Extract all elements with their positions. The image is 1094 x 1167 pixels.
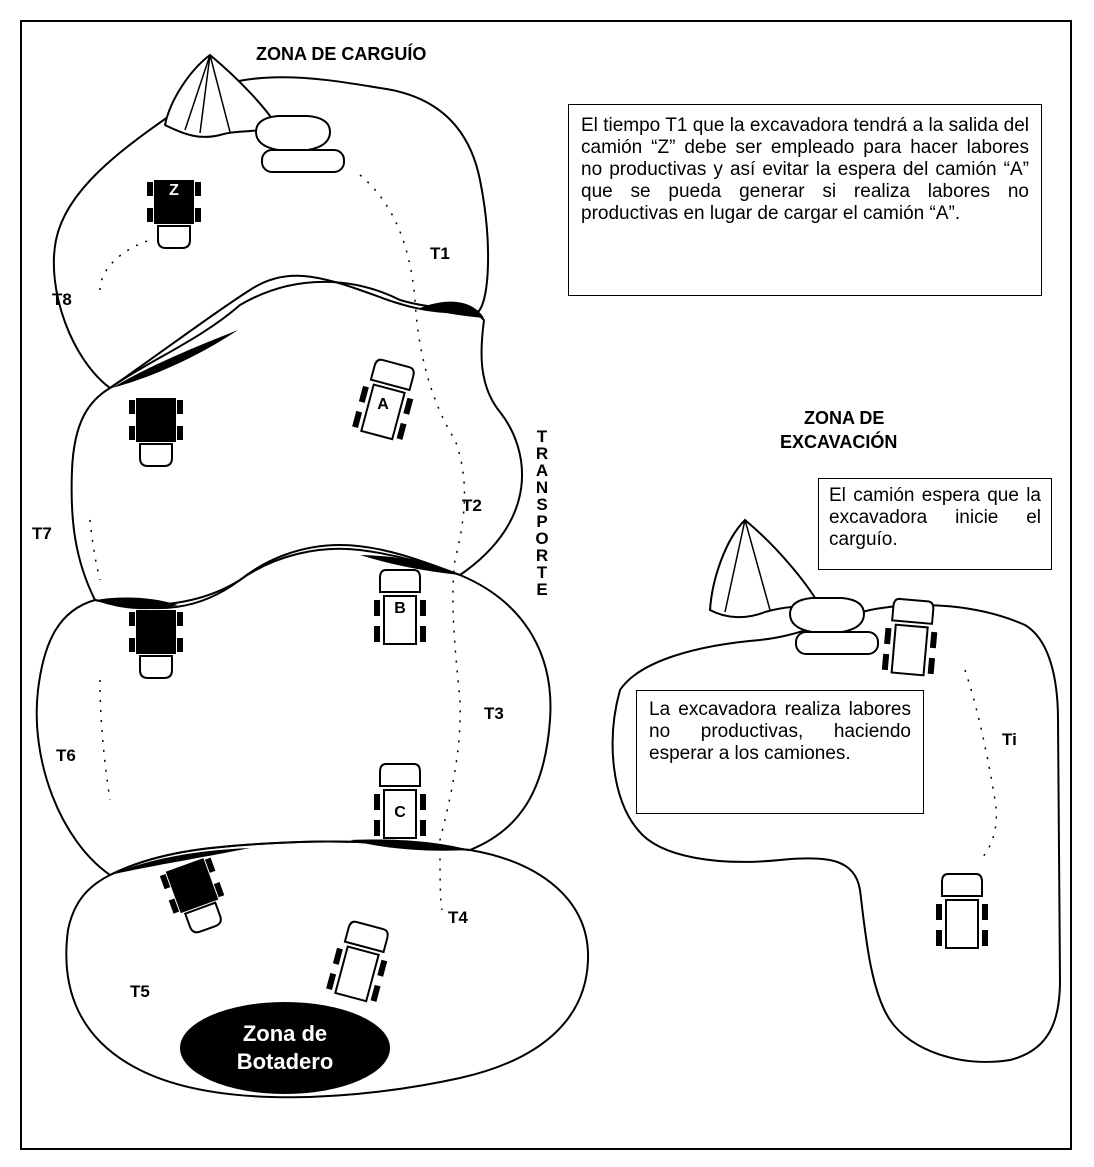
time-label-t2: T2: [462, 496, 482, 515]
time-label-t7: T7: [32, 524, 52, 543]
segment-3-area: [35, 547, 552, 877]
dump-zone-label-line2: Botadero: [236, 1049, 334, 1074]
transport-label: TRANSPORTE: [535, 427, 549, 599]
time-label-t3: T3: [484, 704, 504, 723]
truck-c-label: C: [394, 804, 406, 821]
truck-z-label: Z: [169, 182, 179, 199]
time-label-t6: T6: [56, 746, 76, 765]
diagram-frame: [20, 20, 1072, 1150]
note-excavator-idle-text: La excavadora realiza labores no product…: [649, 699, 911, 764]
loading-zone-title: ZONA DE CARGUÍO: [256, 44, 427, 64]
truck-a-label: A: [377, 396, 389, 413]
note-t1-explanation: El tiempo T1 que la excavadora tendrá a …: [568, 104, 1042, 296]
loading-zone-area: [52, 76, 489, 390]
truck-c: [373, 763, 427, 839]
dump-zone-label: Zona de Botadero: [190, 1020, 380, 1076]
dump-zone-label-line1: Zona de: [242, 1021, 328, 1046]
note-truck-waits-text: El camión espera que la excavadora inici…: [829, 485, 1041, 550]
time-label-t1: T1: [430, 244, 450, 263]
truck-b-label: B: [394, 600, 406, 617]
time-label-t5: T5: [130, 982, 150, 1001]
excavation-zone-title-line2: EXCAVACIÓN: [780, 432, 898, 452]
note-truck-waits: El camión espera que la excavadora inici…: [818, 478, 1052, 570]
note-excavator-idle: La excavadora realiza labores no product…: [636, 690, 924, 814]
note-t1-text: El tiempo T1 que la excavadora tendrá a …: [581, 115, 1029, 224]
time-label-t8: T8: [52, 290, 72, 309]
segment-2-area: [70, 280, 523, 610]
time-label-ti: Ti: [1002, 730, 1017, 749]
dump-zone-area: [65, 840, 590, 1099]
time-label-t4: T4: [448, 908, 468, 927]
excavation-zone-title-line1: ZONA DE: [804, 408, 885, 428]
dump-zone-ellipse: [180, 1002, 390, 1094]
excavation-zone-area: [611, 604, 1062, 1063]
